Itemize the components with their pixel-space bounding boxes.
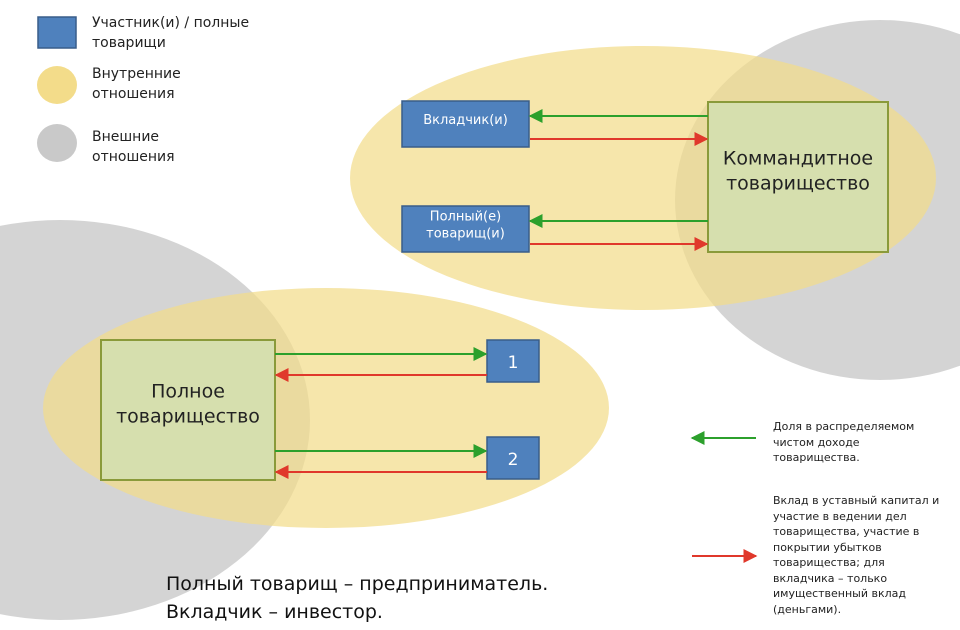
legend-external-swatch xyxy=(37,124,77,162)
partner-1-box xyxy=(486,339,540,383)
general-partner-label-line: Полный(е) xyxy=(430,210,501,225)
caption-line-2: Вкладчик – инвестор. xyxy=(166,601,383,623)
investor-box xyxy=(401,100,530,148)
investor-label-line: Вкладчик(и) xyxy=(423,113,508,128)
partner-2-box xyxy=(486,436,540,480)
key-green-description: Доля в распределяемом чистом доходе това… xyxy=(773,420,915,464)
legend-external-label: Внешние отношения xyxy=(92,129,175,165)
key-red-description: Вклад в уставный капитал и участие в вед… xyxy=(773,494,940,616)
legend-participant-swatch xyxy=(37,16,77,49)
investor-label: Вкладчик(и) xyxy=(423,113,508,128)
limited-partnership-box xyxy=(707,101,889,253)
partner-2-label: 2 xyxy=(508,450,519,470)
limited-partnership-title-line: Коммандитное xyxy=(723,148,873,170)
legend-internal-label: Внутренние отношения xyxy=(92,66,181,102)
general-partner-label-line: товарищ(и) xyxy=(426,227,505,242)
general-partnership-title-line: Полное xyxy=(151,381,225,403)
legend-participants-label: Участник(и) / полные товарищи xyxy=(92,15,250,51)
general-partner-label: Полный(е) товарищ(и) xyxy=(426,210,505,242)
general-partnership-title-line: товарищество xyxy=(116,405,260,427)
caption-line-1: Полный товарищ – предприниматель. xyxy=(166,573,549,595)
general-partnership-box xyxy=(100,339,276,481)
legend-internal-swatch xyxy=(37,66,77,104)
general-partner-box xyxy=(401,205,530,253)
partner-1-label: 1 xyxy=(508,353,519,373)
limited-partnership-title-line: товарищество xyxy=(726,172,870,194)
